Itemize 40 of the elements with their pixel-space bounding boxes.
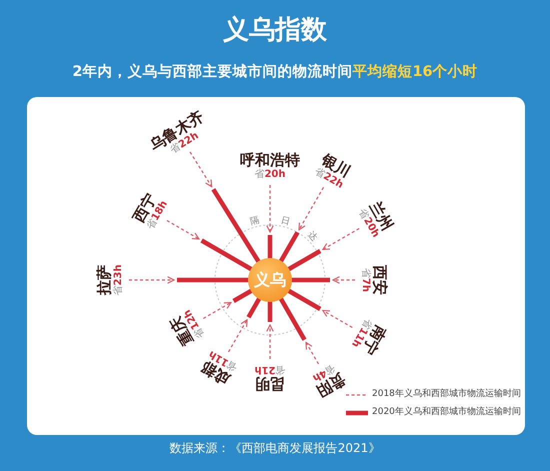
city-name: 呼和浩特 bbox=[240, 151, 300, 169]
time-saved: 省23h bbox=[113, 264, 125, 296]
dashed-arrow bbox=[266, 185, 274, 233]
thick-bar bbox=[286, 288, 322, 311]
arc-label: 达 bbox=[305, 230, 318, 244]
dashed-arrow bbox=[203, 302, 232, 320]
dashed-arrow bbox=[129, 276, 175, 284]
dashed-arrow bbox=[266, 324, 274, 359]
city-name: 昆明 bbox=[254, 375, 285, 393]
arc-label: 日 bbox=[279, 216, 290, 228]
dashed-arrow bbox=[190, 152, 212, 188]
time-saved: 省7h bbox=[359, 266, 371, 294]
dashed-arrow bbox=[305, 342, 320, 364]
thick-bar bbox=[177, 278, 250, 282]
thick-bar bbox=[286, 249, 322, 272]
legend-text: 2020年义乌和西部城市物流运输时间 bbox=[372, 406, 521, 419]
dashed-arrow bbox=[322, 228, 360, 250]
thick-bar bbox=[211, 188, 262, 264]
thick-bar bbox=[268, 235, 272, 260]
time-saved: 省21h bbox=[254, 363, 286, 375]
dashed-arrow bbox=[322, 310, 353, 328]
dashed-arrow bbox=[332, 276, 355, 284]
title: 义乌指数 bbox=[222, 14, 328, 46]
subtitle: 2年内，义乌与西部主要城市间的物流时间平均缩短16个小时 bbox=[71, 62, 479, 82]
thick-bar bbox=[246, 296, 262, 318]
city-name: 西安 bbox=[371, 265, 389, 295]
dashed-arrow bbox=[228, 319, 248, 352]
thick-bar bbox=[290, 278, 330, 282]
city-name: 拉萨 bbox=[95, 264, 113, 296]
thick-bar bbox=[232, 288, 254, 303]
thick-bar bbox=[200, 238, 254, 272]
source-note: 数据来源：《西部电商发展报告2021》 bbox=[168, 440, 382, 456]
arc-label: 隔 bbox=[250, 216, 261, 228]
time-saved: 省20h bbox=[253, 169, 287, 181]
thick-bar bbox=[278, 231, 300, 264]
thick-bar bbox=[278, 296, 306, 341]
dashed-arrow bbox=[298, 187, 324, 230]
thick-bar bbox=[268, 300, 272, 322]
dashed-arrow bbox=[166, 220, 200, 240]
legend-text: 2018年义乌和西部城市物流运输时间 bbox=[372, 388, 521, 401]
